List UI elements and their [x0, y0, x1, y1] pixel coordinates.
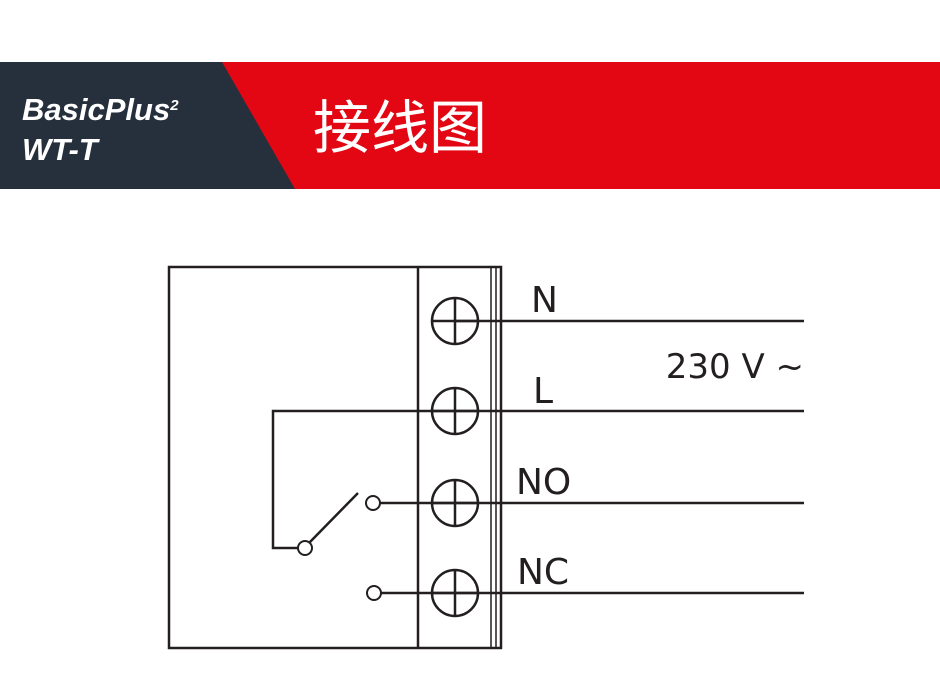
- terminal-label-no: NO: [516, 462, 571, 503]
- supply-voltage-label: 230 V ~: [666, 347, 804, 387]
- header-dark-panel: [0, 62, 295, 189]
- relay-switch-arm: [308, 492, 359, 544]
- internal-wire-l-to-common: [271, 409, 455, 550]
- terminal-label-nc: NC: [517, 552, 569, 593]
- relay-no-contact: [365, 495, 381, 511]
- terminal-label-n: N: [531, 280, 558, 321]
- product-model: WT-T: [22, 132, 98, 167]
- product-brand: BasicPlus2 WT-T: [22, 90, 179, 170]
- relay-nc-contact: [366, 585, 382, 601]
- relay-common-contact: [297, 540, 313, 556]
- product-superscript: 2: [170, 97, 179, 114]
- product-name: BasicPlus: [22, 92, 171, 127]
- terminal-label-l: L: [533, 371, 553, 412]
- device-housing: [167, 265, 503, 650]
- page-title: 接线图: [313, 94, 488, 162]
- header-banner: [0, 62, 940, 189]
